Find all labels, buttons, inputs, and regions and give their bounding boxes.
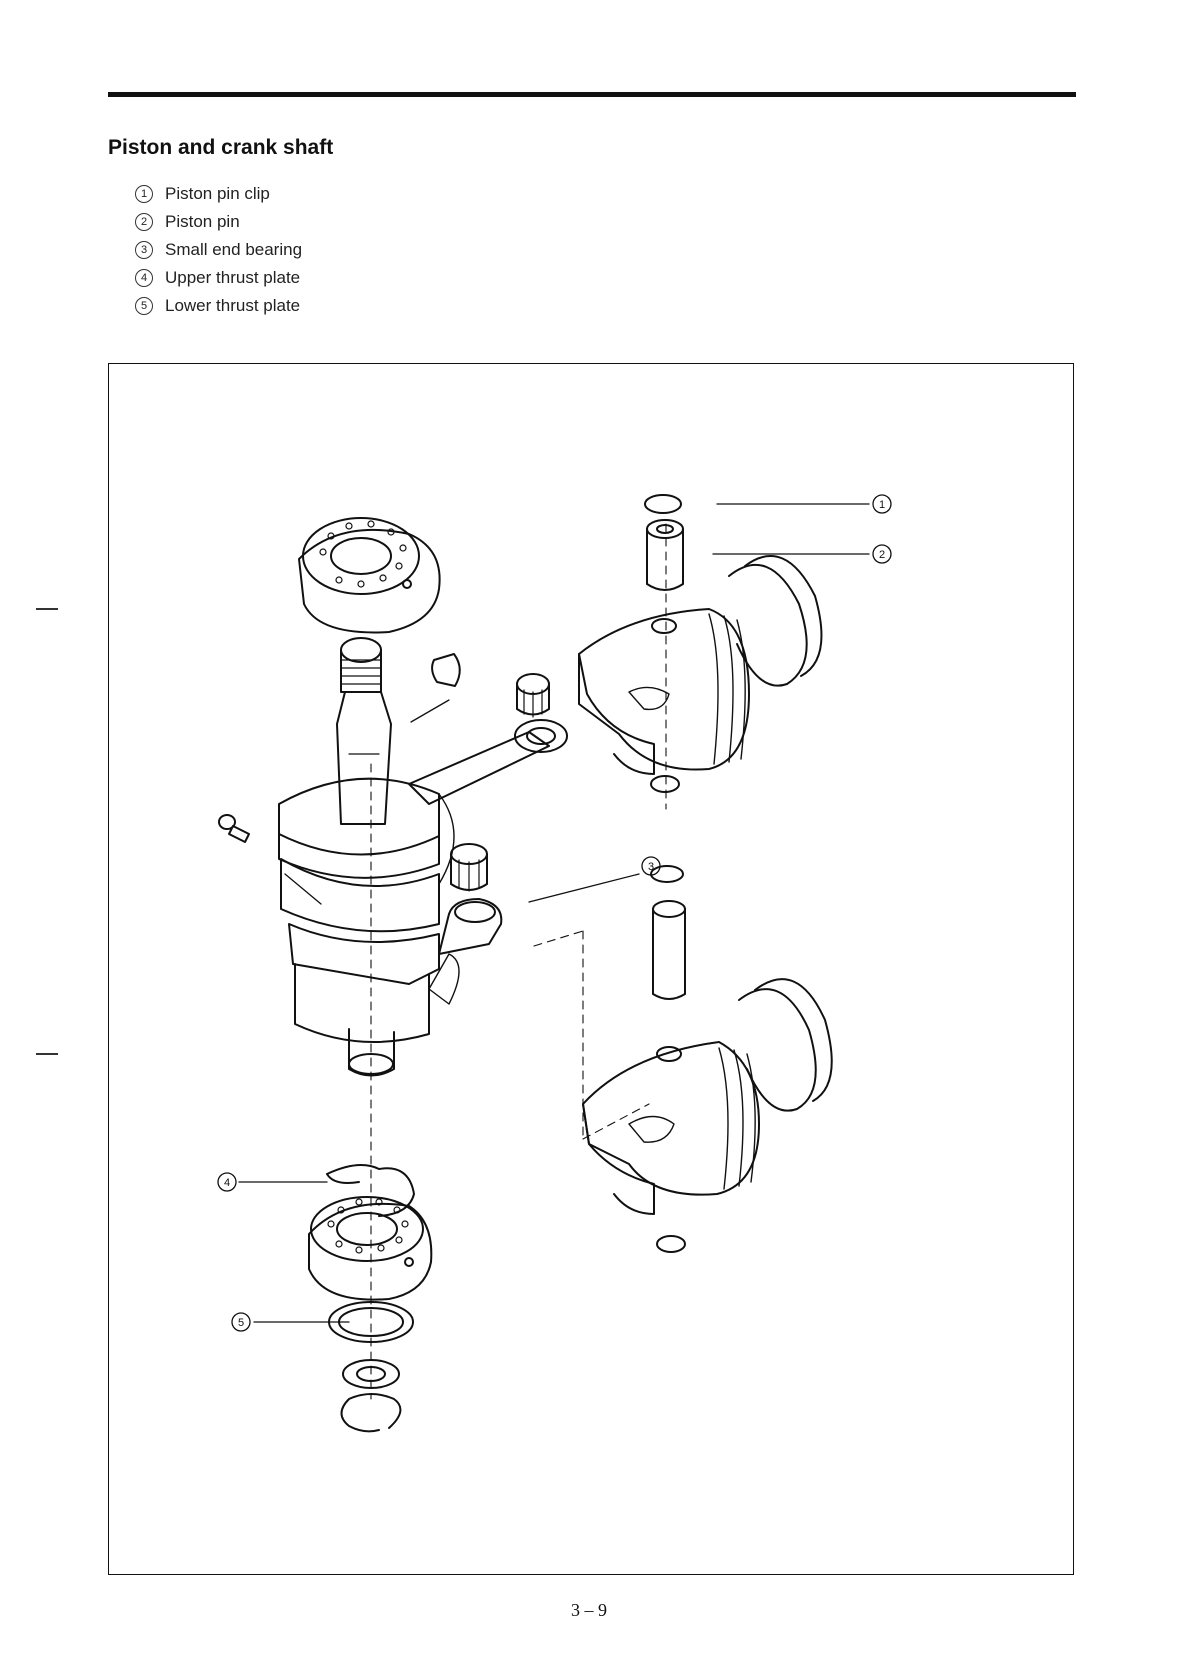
crank-bolt-illustration [219, 815, 249, 842]
callout-4: 4 [218, 1173, 236, 1191]
svg-text:4: 4 [224, 1177, 230, 1189]
piston-rings-upper-illustration [729, 556, 821, 686]
callout-5: 5 [232, 1313, 250, 1331]
callout-3: 3 [642, 857, 660, 875]
piston-pin-clip-illustration [645, 495, 681, 513]
lower-bearing-illustration [309, 1197, 431, 1300]
exploded-diagram: 1 2 3 4 5 [109, 364, 1075, 1576]
svg-text:2: 2 [879, 549, 885, 561]
callout-1: 1 [873, 495, 891, 513]
piston-upper-illustration [579, 609, 749, 774]
legend-number: 5 [135, 297, 153, 315]
legend-label: Small end bearing [165, 240, 302, 260]
section-title: Piston and crank shaft [108, 136, 333, 160]
svg-text:1: 1 [879, 499, 885, 511]
margin-mark [36, 608, 58, 610]
connecting-rod-lower-illustration [439, 899, 501, 954]
upper-bearing-illustration [299, 518, 440, 632]
legend-number: 1 [135, 185, 153, 203]
circlip-illustration [342, 1394, 401, 1431]
top-rule [108, 92, 1076, 97]
crankshaft-illustration [279, 638, 459, 1076]
exploded-diagram-frame: 1 2 3 4 5 [108, 363, 1074, 1575]
piston-pin-lower-illustration [653, 901, 685, 999]
legend-label: Upper thrust plate [165, 268, 300, 288]
legend-number: 2 [135, 213, 153, 231]
svg-text:5: 5 [238, 1317, 244, 1329]
piston-pin-illustration [647, 520, 683, 590]
page-number: 3 – 9 [0, 1600, 1178, 1621]
small-end-bearing-upper-illustration [517, 674, 549, 717]
piston-pin-clip-upper-2-illustration [651, 776, 679, 792]
margin-mark [36, 1053, 58, 1055]
legend-label: Piston pin clip [165, 184, 270, 204]
woodruff-key-illustration [432, 654, 460, 686]
svg-text:3: 3 [648, 861, 654, 873]
legend-label: Lower thrust plate [165, 296, 300, 316]
piston-lower-illustration [583, 1042, 759, 1214]
legend-number: 4 [135, 269, 153, 287]
piston-pin-clip-lower-2-illustration [657, 1236, 685, 1252]
piston-rings-lower-illustration [739, 979, 832, 1111]
legend-number: 3 [135, 241, 153, 259]
legend-label: Piston pin [165, 212, 240, 232]
assembly-axes [371, 524, 666, 1399]
small-end-bearing-illustration [451, 844, 487, 891]
callout-2: 2 [873, 545, 891, 563]
